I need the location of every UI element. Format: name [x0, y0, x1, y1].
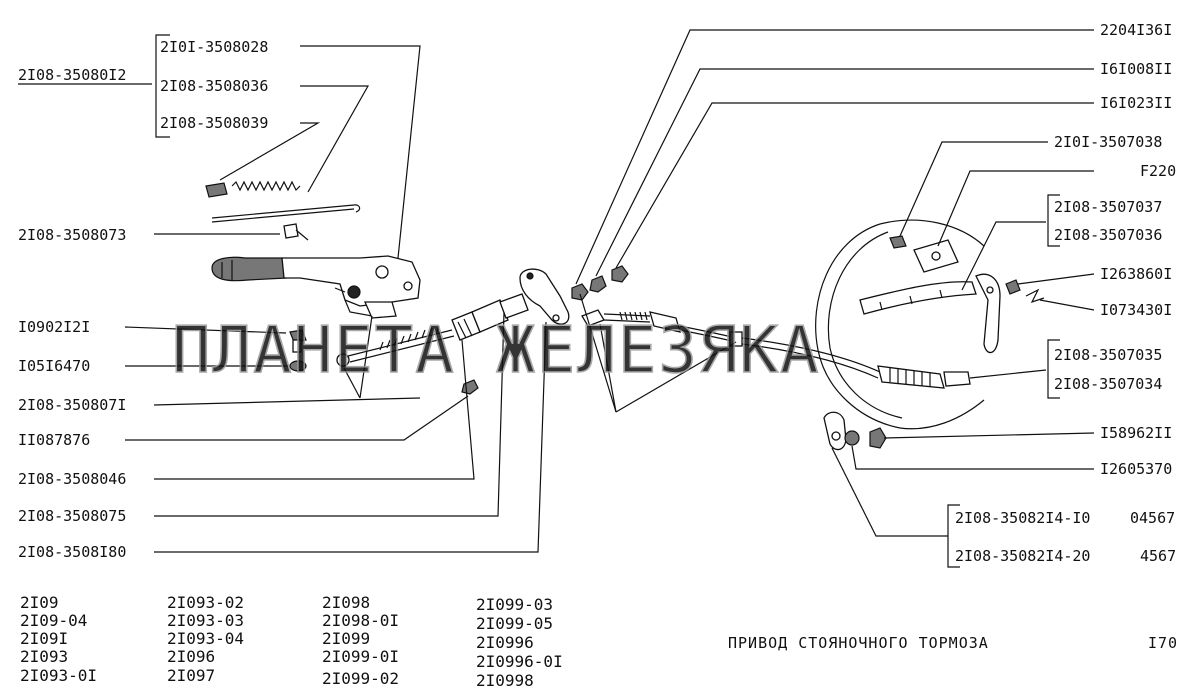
- callout-2101-3508028: 2I0I-3508028: [160, 38, 268, 56]
- bracket-right-group-1: [1047, 194, 1060, 247]
- model-list: 2I09 2I09-04 2I09I 2I093 2I093-0I 2I093-…: [20, 593, 563, 690]
- callout-2108-3508180: 2I08-3508I80: [18, 543, 126, 561]
- callout-2108-3508039: 2I08-3508039: [160, 114, 268, 132]
- callout-1263860: I263860I: [1100, 265, 1172, 283]
- callout-2108-3508214-20: 2I08-35082I4-20: [955, 547, 1090, 565]
- callout-2108-3508071: 2I08-350807I: [18, 396, 126, 414]
- model-item: 2I096: [167, 647, 215, 666]
- leader-lines: [124, 29, 1095, 553]
- callout-2108-3508036: 2I08-3508036: [160, 77, 268, 95]
- adjuster-sleeve: [451, 293, 529, 341]
- handbrake-lever-assembly: [211, 255, 421, 319]
- callout-2108-3508046: 2I08-3508046: [18, 470, 126, 488]
- page-number: I70: [1148, 634, 1178, 652]
- model-item: 2I099-02: [322, 669, 399, 688]
- callout-2108-3508214-20-code: 4567: [1140, 547, 1176, 565]
- bracket-left-group: [155, 34, 170, 138]
- callout-1073430: I073430I: [1100, 301, 1172, 319]
- model-item: 2I093-04: [167, 629, 244, 648]
- model-item: 2I0996-0I: [476, 652, 563, 671]
- callout-1610231: I6I023II: [1100, 94, 1172, 112]
- model-item: 2I093-0I: [20, 666, 97, 685]
- bracket-right-group-2: [1047, 339, 1060, 399]
- equalizer-2108-3508180: [519, 268, 570, 325]
- callout-2108-3508073: 2I08-3508073: [18, 226, 126, 244]
- model-item: 2I099-05: [476, 614, 553, 633]
- threaded-rod: [336, 325, 455, 367]
- callout-f220: F220: [1140, 162, 1176, 180]
- watermark-text: ПЛАНЕТА ЖЕЛЕЗЯКА: [172, 314, 821, 388]
- model-item: 2I098: [322, 593, 370, 612]
- model-item: 2I093-03: [167, 611, 244, 630]
- callout-2108-3507037: 2I08-3507037: [1054, 198, 1162, 216]
- callout-2108-3507035: 2I08-3507035: [1054, 346, 1162, 364]
- model-item: 2I099-0I: [322, 647, 399, 666]
- small-nuts-right: [571, 265, 629, 301]
- model-item: 2I0998: [476, 671, 534, 690]
- callouts-right: 2204I36I I6I008II I6I023II 2I0I-3507038 …: [955, 21, 1176, 565]
- callout-2108-3508214-10: 2I08-35082I4-I0: [955, 509, 1090, 527]
- model-item: 2I098-0I: [322, 611, 399, 630]
- clamp-2108-3508214: [823, 411, 887, 451]
- model-item: 2I093: [20, 647, 68, 666]
- callout-22041361: 2204I36I: [1100, 21, 1172, 39]
- model-item: 2I099: [322, 629, 370, 648]
- button-and-spring: [205, 180, 301, 198]
- callout-1589621: I58962II: [1100, 424, 1172, 442]
- rear-cable: [581, 309, 971, 389]
- callouts-left: 2I08-35080I2 2I0I-3508028 2I08-3508036 2…: [18, 38, 268, 561]
- callout-1051647: I05I6470: [18, 357, 90, 375]
- callout-1260537: I2605370: [1100, 460, 1172, 478]
- callout-1090212: I0902I2I: [18, 318, 90, 336]
- callout-11087876: II087876: [18, 431, 90, 449]
- small-spring-1073430: [1005, 279, 1045, 304]
- release-rod: [211, 204, 361, 223]
- model-item: 2I09I: [20, 629, 68, 648]
- model-item: 2I09-04: [20, 611, 87, 630]
- callout-2108-3508012: 2I08-35080I2: [18, 66, 126, 84]
- callout-2108-3508075: 2I08-3508075: [18, 507, 126, 525]
- model-item: 2I097: [167, 666, 215, 685]
- model-item: 2I099-03: [476, 595, 553, 614]
- brake-shoe-lever: [859, 281, 977, 315]
- callout-2101-3507038: 2I0I-3507038: [1054, 133, 1162, 151]
- callout-2108-3507034: 2I08-3507034: [1054, 375, 1162, 393]
- model-item: 2I09: [20, 593, 59, 612]
- callout-1610081: I6I008II: [1100, 60, 1172, 78]
- callout-2108-3507036: 2I08-3507036: [1054, 226, 1162, 244]
- bracket-2101-3507038: [889, 235, 959, 273]
- washer-1051647: [289, 360, 307, 372]
- strut-clip: [975, 273, 1001, 354]
- callout-2108-3508214-10-code: 04567: [1130, 509, 1175, 527]
- bolt-1090212: [289, 329, 307, 353]
- small-bolt: [283, 223, 309, 241]
- model-item: 2I093-02: [167, 593, 244, 612]
- diagram-title: ПРИВОД СТОЯНОЧНОГО ТОРМОЗА: [728, 634, 989, 652]
- model-item: 2I0996: [476, 633, 534, 652]
- brake-backplate: [815, 219, 985, 430]
